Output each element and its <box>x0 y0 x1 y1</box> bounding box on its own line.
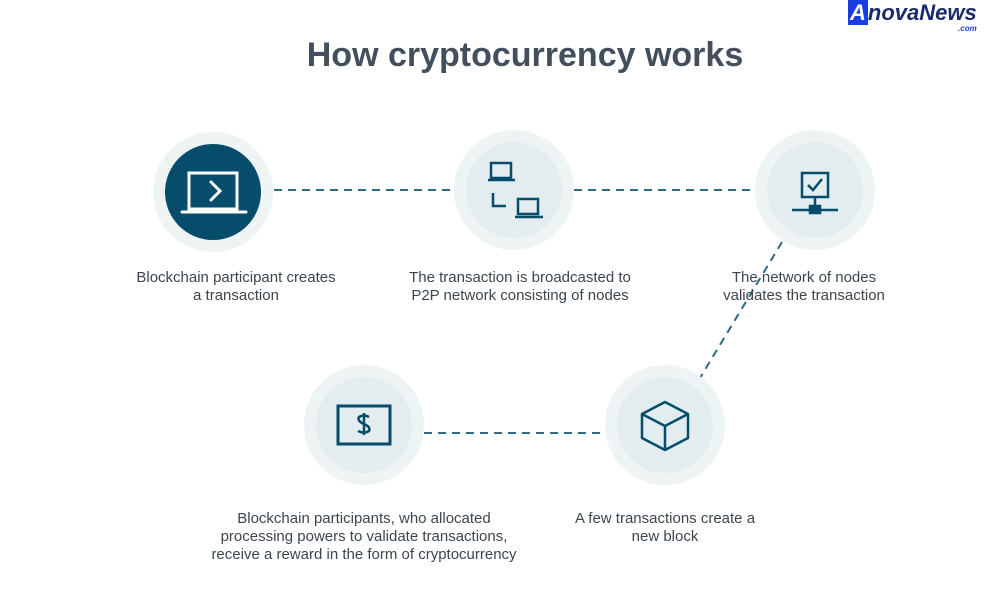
anovanews-logo: AnovaNews.com <box>848 0 977 33</box>
step-5-node <box>605 365 725 485</box>
dollar-card-icon <box>336 404 392 446</box>
step-2-label: The transaction is broadcasted to P2P ne… <box>409 269 631 304</box>
connector-3-5 <box>699 241 783 379</box>
step-1-label: Blockchain participant creates a transac… <box>136 269 336 304</box>
page-title: How cryptocurrency works <box>306 36 744 74</box>
step-5-label: A few transactions create a new block <box>574 510 756 545</box>
step-3-node <box>755 130 875 250</box>
step-2-node <box>454 130 574 250</box>
step-4-node <box>304 365 424 485</box>
cube-block-icon <box>640 400 690 452</box>
network-laptops-icon <box>488 161 543 219</box>
step-4-label: Blockchain participants, who allocated p… <box>211 510 517 563</box>
step-1-node <box>153 132 273 252</box>
checked-node-icon <box>792 171 838 215</box>
step-3-label: The network of nodes validates the trans… <box>723 269 885 304</box>
laptop-prompt-icon <box>180 171 248 214</box>
